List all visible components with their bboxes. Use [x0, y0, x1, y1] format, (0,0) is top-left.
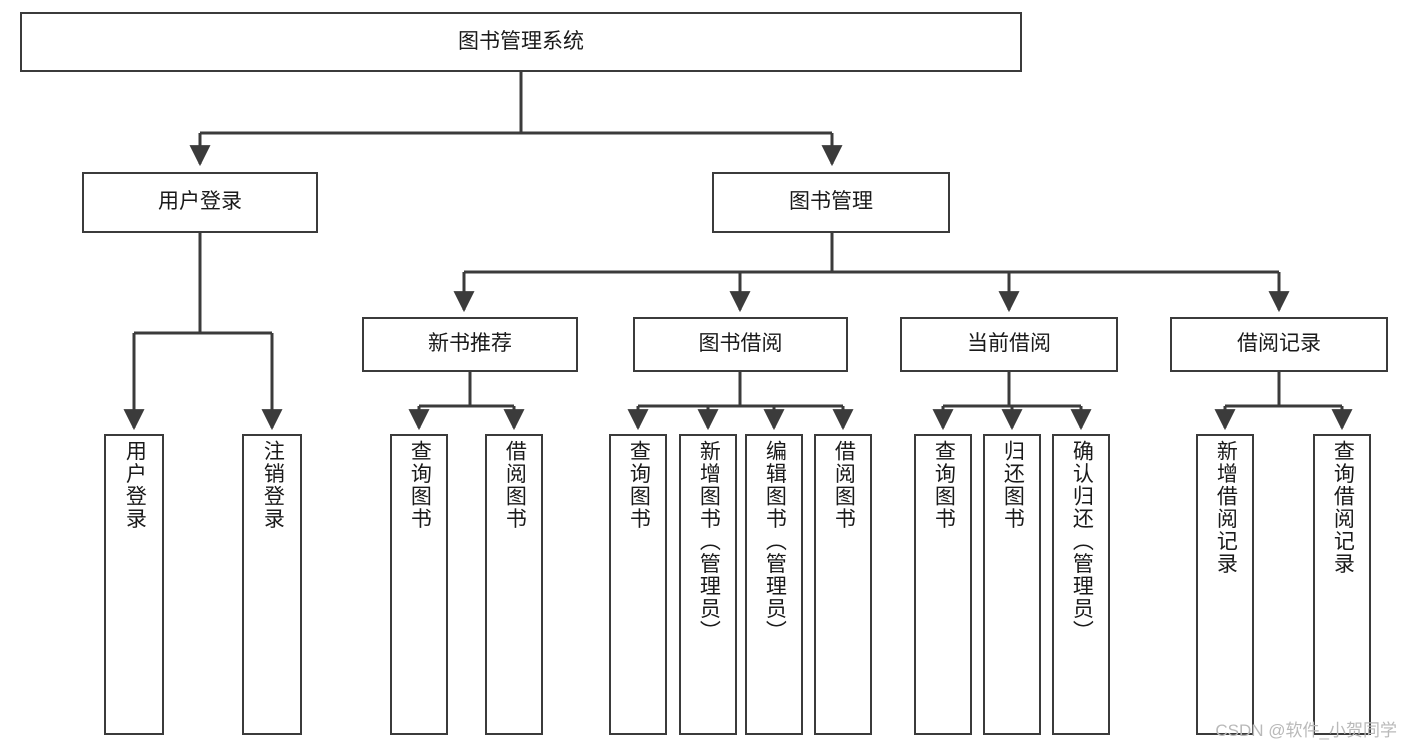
node-book-management[interactable]: 图书管理 — [712, 172, 950, 233]
node-book-borrow-label: 图书借阅 — [698, 332, 783, 356]
leaf-current-query-book-label: 查询图书 — [932, 440, 956, 530]
leaf-borrow-borrow-book[interactable]: 借阅图书 — [814, 434, 872, 735]
leaf-new-book-borrow-label: 借阅图书 — [503, 440, 527, 530]
node-book-management-label: 图书管理 — [789, 190, 873, 214]
leaf-borrow-add-book[interactable]: 新增图书（管理员） — [679, 434, 737, 735]
leaf-user-login-signout-label: 注销登录 — [261, 440, 285, 530]
node-new-book-recommend[interactable]: 新书推荐 — [362, 317, 578, 372]
node-borrow-records-label: 借阅记录 — [1237, 332, 1321, 356]
leaf-new-book-query[interactable]: 查询图书 — [390, 434, 448, 735]
leaf-borrow-edit-book[interactable]: 编辑图书（管理员） — [745, 434, 803, 735]
leaf-current-return-book[interactable]: 归还图书 — [983, 434, 1041, 735]
leaf-borrow-query-book[interactable]: 查询图书 — [609, 434, 667, 735]
leaf-borrow-borrow-book-label: 借阅图书 — [832, 440, 856, 530]
leaf-user-login-signout[interactable]: 注销登录 — [242, 434, 302, 735]
leaf-records-query-record-label: 查询借阅记录 — [1331, 440, 1355, 575]
leaf-records-add-record[interactable]: 新增借阅记录 — [1196, 434, 1254, 735]
leaf-current-query-book[interactable]: 查询图书 — [914, 434, 972, 735]
watermark-text: CSDN @软件_小贺同学 — [1215, 721, 1397, 740]
leaf-borrow-query-book-label: 查询图书 — [627, 440, 651, 530]
node-root[interactable]: 图书管理系统 — [20, 12, 1022, 72]
leaf-user-login-signin[interactable]: 用户登录 — [104, 434, 164, 735]
leaf-current-return-book-label: 归还图书 — [1001, 440, 1025, 530]
leaf-current-confirm-return[interactable]: 确认归还（管理员） — [1052, 434, 1110, 735]
node-borrow-records[interactable]: 借阅记录 — [1170, 317, 1388, 372]
leaf-user-login-signin-label: 用户登录 — [123, 440, 147, 530]
node-current-borrow[interactable]: 当前借阅 — [900, 317, 1118, 372]
leaf-borrow-add-book-label: 新增图书（管理员） — [697, 440, 721, 643]
leaf-new-book-query-label: 查询图书 — [408, 440, 432, 530]
leaf-records-query-record[interactable]: 查询借阅记录 — [1313, 434, 1371, 735]
node-user-login-label: 用户登录 — [158, 190, 242, 214]
leaf-current-confirm-return-label: 确认归还（管理员） — [1070, 440, 1094, 643]
node-new-book-recommend-label: 新书推荐 — [428, 332, 512, 356]
node-root-label: 图书管理系统 — [458, 29, 584, 53]
leaf-records-add-record-label: 新增借阅记录 — [1214, 440, 1238, 575]
node-book-borrow[interactable]: 图书借阅 — [633, 317, 848, 372]
node-current-borrow-label: 当前借阅 — [967, 332, 1051, 356]
node-user-login[interactable]: 用户登录 — [82, 172, 318, 233]
leaf-new-book-borrow[interactable]: 借阅图书 — [485, 434, 543, 735]
leaf-borrow-edit-book-label: 编辑图书（管理员） — [763, 440, 787, 643]
